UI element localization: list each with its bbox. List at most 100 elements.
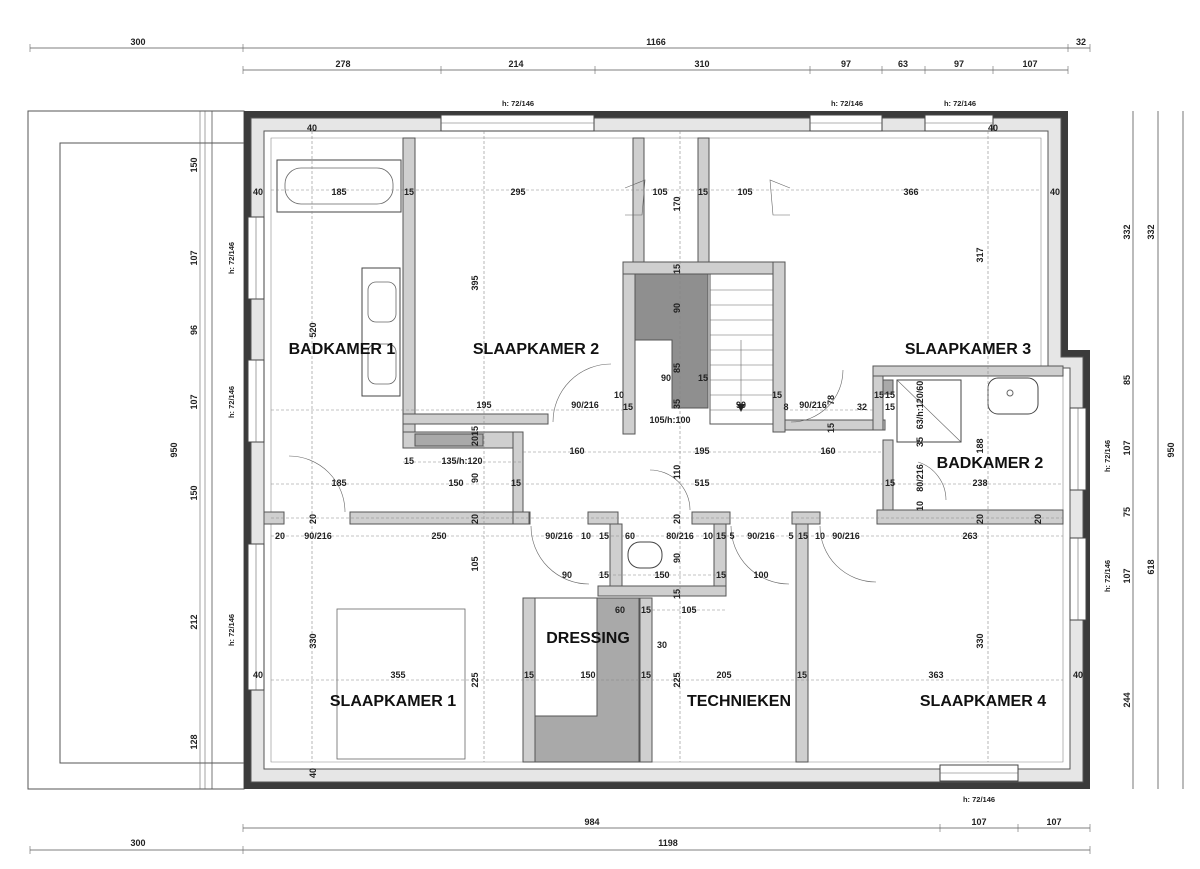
dim-right-a-6: 244 bbox=[1122, 692, 1132, 707]
dim-int: 15 bbox=[404, 456, 414, 466]
dim-int: 15 bbox=[716, 531, 726, 541]
dim-int: 80/216 bbox=[666, 531, 694, 541]
windows bbox=[247, 114, 1087, 782]
dim-int: 188 bbox=[975, 438, 985, 453]
dim-top2-1: 278 bbox=[335, 59, 350, 69]
dim-int: 10 bbox=[703, 531, 713, 541]
window-label-right1: h: 72/146 bbox=[1103, 440, 1112, 472]
window-label-right2: h: 72/146 bbox=[1103, 560, 1112, 592]
dim-top2-7: 107 bbox=[1022, 59, 1037, 69]
dim-int: 20 bbox=[672, 514, 682, 524]
interior-dimension-lines bbox=[271, 131, 1063, 762]
dim-right-b-2: 618 bbox=[1146, 559, 1156, 574]
window-label-top3: h: 72/146 bbox=[944, 99, 976, 108]
dim-int: 185 bbox=[331, 187, 346, 197]
dim-left-7: 128 bbox=[189, 734, 199, 749]
dim-int: 15 bbox=[672, 589, 682, 599]
dim-int: 15 bbox=[885, 390, 895, 400]
dim-int: 40 bbox=[308, 768, 318, 778]
dim-int: 395 bbox=[470, 275, 480, 290]
dim-int: 10 bbox=[815, 531, 825, 541]
dim-bottom2-left: 300 bbox=[130, 838, 145, 848]
dim-top-right: 32 bbox=[1076, 37, 1086, 47]
left-dimensions: 150 107 96 107 150 212 128 950 bbox=[169, 111, 213, 789]
toilet bbox=[627, 541, 663, 569]
dim-int: 15 bbox=[798, 531, 808, 541]
double-sink bbox=[361, 267, 401, 397]
dim-top2-4: 97 bbox=[841, 59, 851, 69]
dim-int: 90 bbox=[736, 400, 746, 410]
dim-right-a-5: 107 bbox=[1122, 568, 1132, 583]
dim-left-6: 212 bbox=[189, 614, 199, 629]
window-label-top2: h: 72/146 bbox=[831, 99, 863, 108]
dim-right-a-3: 107 bbox=[1122, 440, 1132, 455]
dim-int: 225 bbox=[470, 672, 480, 687]
room-badkamer-2: BADKAMER 2 bbox=[937, 455, 1044, 472]
dim-int: 15 bbox=[885, 478, 895, 488]
dim-int: 35 bbox=[672, 399, 682, 409]
top-dimensions: 300 1166 32 278 214 310 97 63 97 107 bbox=[29, 37, 1091, 74]
dim-left-2: 107 bbox=[189, 250, 199, 265]
dim-int: 40 bbox=[253, 187, 263, 197]
dim-int: 15 bbox=[874, 390, 884, 400]
dim-int: 8 bbox=[783, 402, 788, 412]
dim-int: 20 bbox=[308, 514, 318, 524]
interior-dimension-labels: 40 40 185 15 295 105 15 105 366 40 40 17… bbox=[253, 123, 1083, 778]
dim-right-total: 950 bbox=[1166, 442, 1176, 457]
room-slaapkamer-2: SLAAPKAMER 2 bbox=[473, 341, 599, 358]
dim-int: 317 bbox=[975, 247, 985, 262]
dim-int: 15 bbox=[641, 605, 651, 615]
room-slaapkamer-1: SLAAPKAMER 1 bbox=[330, 693, 456, 710]
dim-int: 85 bbox=[672, 363, 682, 373]
dim-int: 20 bbox=[1033, 514, 1043, 524]
dim-int: 520 bbox=[308, 322, 318, 337]
dim-int: 5 bbox=[729, 531, 734, 541]
dim-right-a-4: 75 bbox=[1122, 507, 1132, 517]
dim-int: 15 bbox=[641, 670, 651, 680]
staircase bbox=[634, 273, 774, 425]
dim-top2-5: 63 bbox=[898, 59, 908, 69]
dim-int: 205 bbox=[716, 670, 731, 680]
dim-int: 90 bbox=[672, 553, 682, 563]
dim-int: 15 bbox=[511, 478, 521, 488]
dim-int: 15 bbox=[698, 187, 708, 197]
room-slaapkamer-4: SLAAPKAMER 4 bbox=[920, 693, 1046, 710]
dim-top-left: 300 bbox=[130, 37, 145, 47]
dim-int: 15 bbox=[672, 264, 682, 274]
dim-int: 355 bbox=[390, 670, 405, 680]
dim-int: 150 bbox=[448, 478, 463, 488]
dim-left-1: 150 bbox=[189, 157, 199, 172]
dim-int: 30 bbox=[657, 640, 667, 650]
dim-int: 90/216 bbox=[571, 400, 599, 410]
dim-int: 90/216 bbox=[832, 531, 860, 541]
dim-int: 40 bbox=[253, 670, 263, 680]
dim-int: 263 bbox=[962, 531, 977, 541]
dim-int: 40 bbox=[307, 123, 317, 133]
dim-top2-6: 97 bbox=[954, 59, 964, 69]
dim-int: 15 bbox=[826, 423, 836, 433]
dim-int: 90 bbox=[470, 473, 480, 483]
dim-int: 10 bbox=[614, 390, 624, 400]
dim-int: 295 bbox=[510, 187, 525, 197]
dim-int: 40 bbox=[1073, 670, 1083, 680]
dim-int: 15 bbox=[698, 373, 708, 383]
dim-int: 90 bbox=[562, 570, 572, 580]
dim-int: 5 bbox=[788, 531, 793, 541]
dim-int: 160 bbox=[820, 446, 835, 456]
dim-int: 105 bbox=[652, 187, 667, 197]
window-label-left3: h: 72/146 bbox=[227, 614, 236, 646]
dim-left-5: 150 bbox=[189, 485, 199, 500]
dim-int: 20 bbox=[975, 514, 985, 524]
dim-int: 15 bbox=[772, 390, 782, 400]
dim-int: 135/h:120 bbox=[441, 456, 482, 466]
dim-int: 10 bbox=[915, 501, 925, 511]
dim-int: 90/216 bbox=[304, 531, 332, 541]
dim-int: 515 bbox=[694, 478, 709, 488]
dim-int: 20 bbox=[275, 531, 285, 541]
right-dimensions: 332 85 107 75 107 244 332 618 950 bbox=[1122, 111, 1184, 789]
shower bbox=[896, 379, 962, 443]
dim-left-total: 950 bbox=[169, 442, 179, 457]
room-badkamer-1: BADKAMER 1 bbox=[289, 341, 396, 358]
dim-int: 15 bbox=[524, 670, 534, 680]
window-label-top1: h: 72/146 bbox=[502, 99, 534, 108]
